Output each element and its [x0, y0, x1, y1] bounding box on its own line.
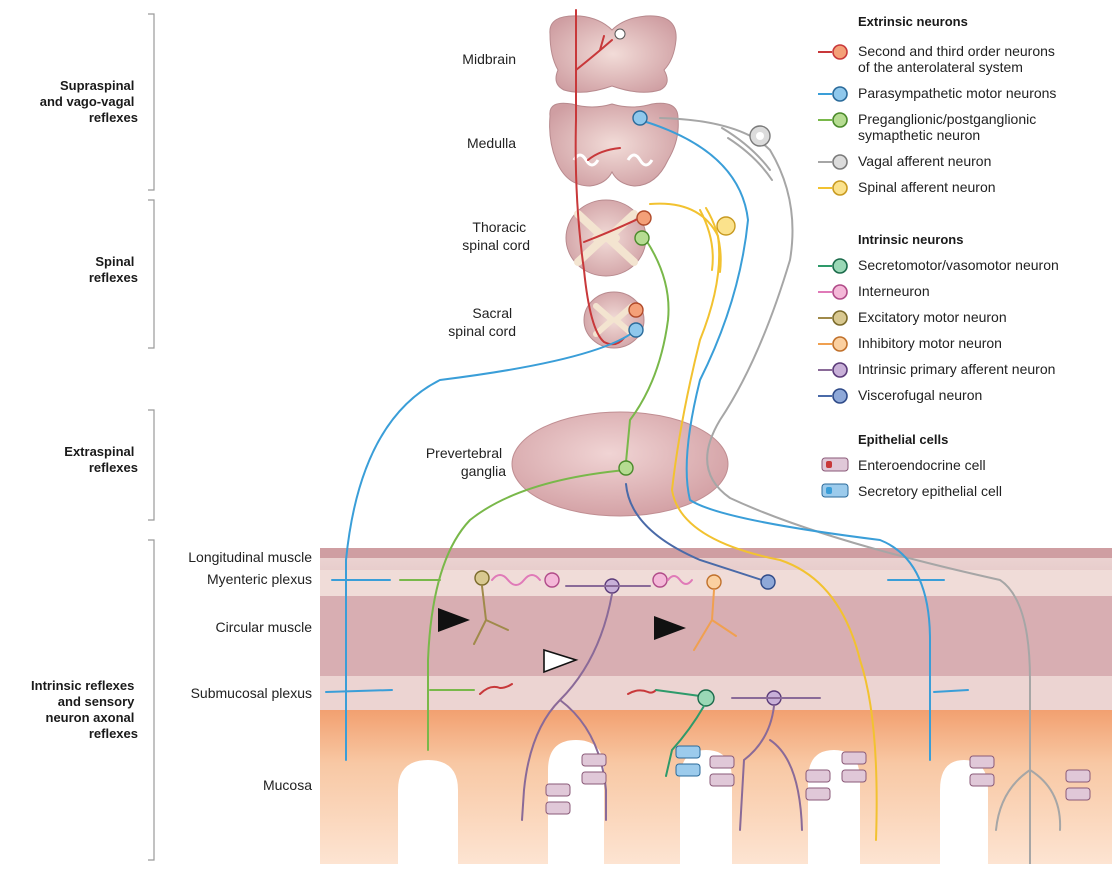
svg-text:Viscerofugal neuron: Viscerofugal neuron [858, 387, 982, 403]
secretory-swatch-icon [822, 484, 848, 497]
legend-item-excitatory: Excitatory motor neuron [818, 309, 1007, 325]
bracket-spinal [148, 200, 154, 348]
category-extraspinal: Extraspinal reflexes [64, 444, 138, 475]
legend-item-secretory: Secretory epithelial cell [822, 483, 1002, 499]
legend-intrinsic-heading: Intrinsic neurons [858, 232, 963, 247]
submucosal-plexus-band [320, 676, 1112, 710]
inhibitory-motor-body [707, 575, 721, 589]
label-submucosal-plexus: Submucosal plexus [191, 685, 312, 701]
svg-text:Preganglionic/postganglionic: Preganglionic/postganglionic symapthetic… [858, 111, 1040, 143]
svg-text:Enteroendocrine cell: Enteroendocrine cell [858, 457, 986, 473]
label-myenteric-plexus: Myenteric plexus [207, 571, 312, 587]
circular-muscle-band [320, 596, 1112, 676]
interneuron-body-right [653, 573, 667, 587]
secretomotor-body [698, 690, 714, 706]
svg-text:Inhibitory motor neuron: Inhibitory motor neuron [858, 335, 1002, 351]
label-circular-muscle: Circular muscle [216, 619, 313, 635]
category-intrinsic: Intrinsic reflexes and sensory neuron ax… [31, 678, 138, 741]
excitatory-swatch-icon [833, 311, 847, 325]
secretomotor-swatch-icon [833, 259, 847, 273]
legend-epithelial-heading: Epithelial cells [858, 432, 948, 447]
legend-item-sympathetic: Preganglionic/postganglionic symapthetic… [818, 111, 1040, 143]
label-thoracic: Thoracic spinal cord [462, 219, 530, 253]
midbrain [550, 16, 676, 92]
region-labels: Midbrain Medulla Thoracic spinal cord Sa… [426, 51, 530, 479]
label-longitudinal-muscle: Longitudinal muscle [188, 549, 312, 565]
medulla [550, 103, 679, 186]
ipan-swatch-icon [833, 363, 847, 377]
legend-item-enteroendocrine: Enteroendocrine cell [822, 457, 986, 473]
inhibitory-swatch-icon [833, 337, 847, 351]
legend-item-viscerofugal: Viscerofugal neuron [818, 387, 982, 403]
category-spinal: Spinal reflexes [89, 254, 138, 285]
label-mucosa: Mucosa [263, 777, 312, 793]
interneuron-body-left [545, 573, 559, 587]
svg-text:Spinal afferent neuron: Spinal afferent neuron [858, 179, 996, 195]
layer-labels: Longitudinal muscle Myenteric plexus Cir… [188, 549, 312, 793]
anterolateral-swatch-icon [833, 45, 847, 59]
category-labels: Supraspinal and vago-vagal reflexes Spin… [31, 78, 138, 741]
label-sacral: Sacral spinal cord [448, 305, 516, 339]
svg-text:Parasympathetic motor neurons: Parasympathetic motor neurons [858, 85, 1056, 101]
viscerofugal-swatch-icon [833, 389, 847, 403]
legend-extrinsic-heading: Extrinsic neurons [858, 14, 968, 29]
svg-text:Vagal afferent neuron: Vagal afferent neuron [858, 153, 991, 169]
excitatory-motor-body [475, 571, 489, 585]
legend-item-vagal-afferent: Vagal afferent neuron [818, 153, 991, 169]
vagal-afferent-swatch-icon [833, 155, 847, 169]
category-supraspinal: Supraspinal and vago-vagal reflexes [40, 78, 138, 125]
enteroendocrine-swatch-icon [822, 458, 848, 471]
legend-item-anterolateral: Second and third order neurons of the an… [818, 43, 1059, 75]
svg-text:Intrinsic primary afferent neu: Intrinsic primary afferent neuron [858, 361, 1055, 377]
bracket-extraspinal [148, 410, 154, 520]
svg-text:Secretomotor/vasomotor neuron: Secretomotor/vasomotor neuron [858, 257, 1059, 273]
category-brackets [148, 14, 154, 860]
interneuron-swatch-icon [833, 285, 847, 299]
label-medulla: Medulla [467, 135, 516, 151]
legend: Extrinsic neurons Second and third order… [818, 14, 1059, 499]
label-midbrain: Midbrain [462, 51, 516, 67]
svg-text:Interneuron: Interneuron [858, 283, 930, 299]
legend-item-ipan: Intrinsic primary afferent neuron [818, 361, 1055, 377]
svg-text:Excitatory motor neuron: Excitatory motor neuron [858, 309, 1007, 325]
gut-wall [320, 548, 1112, 864]
spinal-afferent-swatch-icon [833, 181, 847, 195]
label-ganglia: Prevertebral ganglia [426, 445, 506, 479]
legend-item-interneuron: Interneuron [818, 283, 930, 299]
parasympathetic-swatch-icon [833, 87, 847, 101]
legend-item-spinal-afferent: Spinal afferent neuron [818, 179, 996, 195]
svg-text:Second and third order neurons: Second and third order neurons of the an… [858, 43, 1059, 75]
bracket-intrinsic [148, 540, 154, 860]
legend-item-inhibitory: Inhibitory motor neuron [818, 335, 1002, 351]
svg-text:Secretory epithelial cell: Secretory epithelial cell [858, 483, 1002, 499]
sympathetic-swatch-icon [833, 113, 847, 127]
longitudinal-muscle-band [320, 548, 1112, 558]
legend-item-parasympathetic: Parasympathetic motor neurons [818, 85, 1056, 101]
legend-item-secretomotor: Secretomotor/vasomotor neuron [818, 257, 1059, 273]
bracket-supraspinal [148, 14, 154, 190]
